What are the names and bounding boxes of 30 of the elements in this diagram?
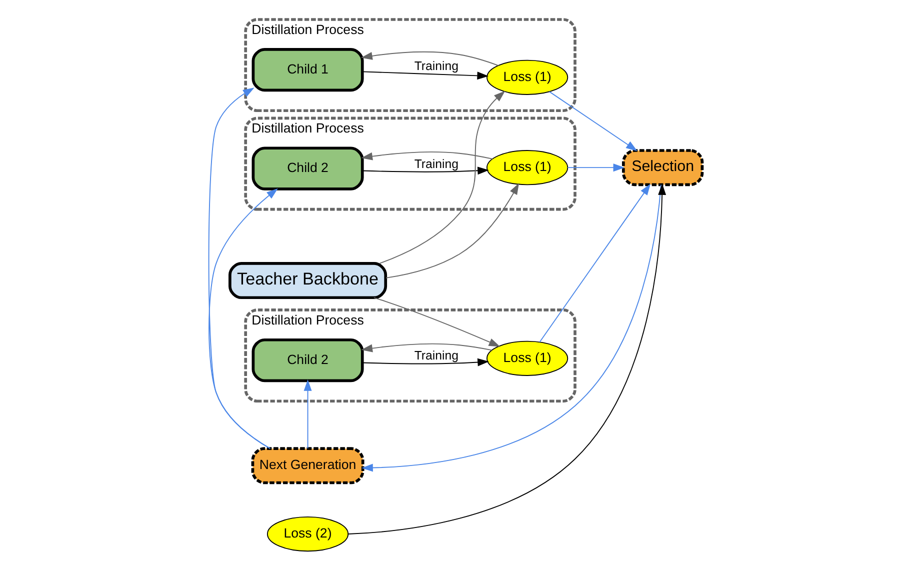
node-box: Next Generation xyxy=(251,447,364,484)
arrow xyxy=(361,343,492,352)
node-box: Child 1 xyxy=(252,48,364,92)
node-ellipse: Loss (1) xyxy=(486,60,568,95)
arrow xyxy=(360,51,499,66)
node-box: Child 2 xyxy=(252,146,364,190)
arrow xyxy=(567,164,625,172)
node-box: Child 2 xyxy=(252,338,364,382)
arrow xyxy=(208,188,278,449)
arrow xyxy=(539,184,651,343)
node-box: Teacher Backbone xyxy=(228,262,388,300)
arrow xyxy=(373,297,500,347)
arrow xyxy=(362,166,490,175)
arrow xyxy=(362,71,489,80)
arrow xyxy=(362,184,662,472)
node-box: Selection xyxy=(622,149,704,186)
node-ellipse: Loss (1) xyxy=(486,150,568,186)
edge-label: Training xyxy=(414,348,458,363)
arrow xyxy=(304,380,312,449)
node-ellipse: Loss (2) xyxy=(266,516,349,552)
edge-label: Training xyxy=(414,59,458,74)
arrow xyxy=(385,183,520,278)
node-ellipse: Loss (1) xyxy=(486,340,568,376)
arrow xyxy=(208,88,271,449)
arrow xyxy=(348,184,666,534)
edge-label: Training xyxy=(414,156,458,171)
arrow xyxy=(548,91,638,152)
arrow xyxy=(379,90,506,264)
arrow xyxy=(361,151,494,160)
arrow xyxy=(362,358,490,366)
